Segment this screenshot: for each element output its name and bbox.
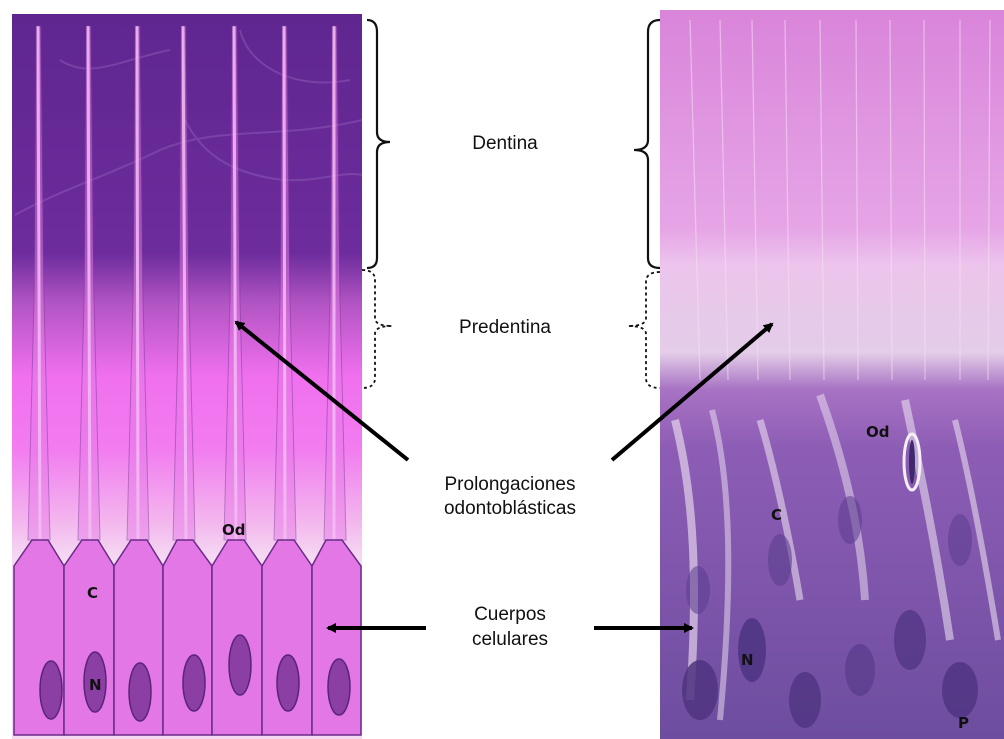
label-predentina: Predentina (459, 317, 551, 338)
micro-od-label: Od (866, 423, 890, 441)
nucleus (129, 663, 151, 721)
dentina-bracket-left (367, 20, 390, 268)
center-labels: Dentina Predentina Prolongaciones odonto… (444, 133, 576, 650)
nucleus (183, 655, 205, 711)
diagram-c-label: C (87, 584, 98, 602)
micro-c-label: C (771, 506, 782, 524)
nucleus (328, 659, 350, 715)
diagram-od-label: Od (222, 521, 246, 539)
nucleus (277, 655, 299, 711)
nucleus (40, 661, 62, 719)
predentina-bracket-right (628, 272, 660, 388)
dentina-bracket-right (634, 20, 660, 268)
right-predentin-bracket (628, 272, 660, 388)
label-cuerpos-line2: celulares (472, 629, 548, 650)
left-predentin-bracket (362, 270, 392, 388)
predentina-bracket-left (362, 270, 392, 388)
micro-p-label: P (958, 714, 969, 732)
nucleus (229, 635, 251, 695)
left-brackets (367, 20, 390, 268)
diagram-n-label: N (89, 676, 102, 694)
label-prolongaciones-line1: Prolongaciones (445, 474, 576, 495)
label-dentina: Dentina (472, 133, 538, 154)
micro-n-label: N (741, 651, 754, 669)
label-cuerpos-line1: Cuerpos (474, 604, 546, 625)
label-prolongaciones-line2: odontoblásticas (444, 498, 576, 519)
schematic-diagram: Od C N (12, 14, 362, 739)
right-brackets (634, 20, 660, 268)
